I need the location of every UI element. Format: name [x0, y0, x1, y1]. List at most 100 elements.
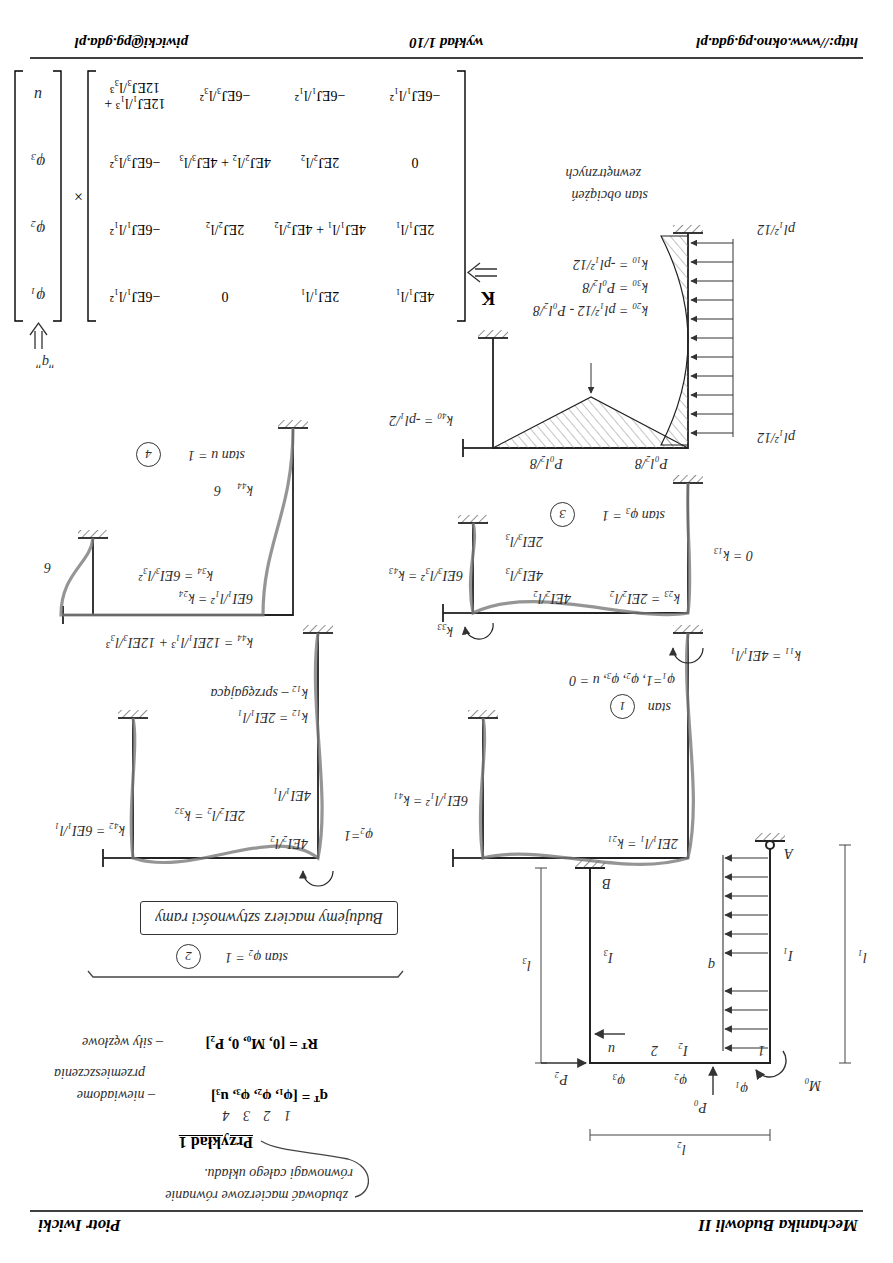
load-state-frame	[463, 225, 703, 457]
handwritten-note: k₃₄ = 6EI₃/l₃²	[139, 567, 213, 583]
matrix-entry: −6EJ₁/l₁²	[89, 207, 181, 251]
state-4-frame-part	[93, 428, 293, 615]
load-state-arrows-part	[691, 433, 733, 434]
dimension-lines-part	[535, 868, 547, 869]
main-frame-part	[766, 841, 774, 849]
handwritten-note: 1 2 3 4	[223, 1107, 292, 1123]
distributed-load-part	[725, 933, 768, 934]
matrix-brackets-part	[457, 71, 465, 321]
handwritten-note: k₂₃ = 2EI₂/l₂	[610, 590, 680, 606]
matrix-brackets	[15, 71, 497, 349]
note-bracket-part	[88, 971, 403, 977]
handwritten-note: u	[608, 1041, 615, 1057]
handwritten-note: stan obciążeń	[571, 187, 648, 203]
state-2-frame-part	[102, 849, 104, 867]
matrix-entry: −6EJ₃/l₃²	[89, 140, 181, 184]
dimension-lines-part	[845, 845, 846, 1063]
multiply-sign: ×	[74, 174, 83, 218]
handwritten-note: stan φ₂ = 1	[225, 949, 288, 965]
footer-text: wykład 1/10	[409, 34, 483, 51]
state-3-frame-part	[470, 483, 689, 615]
main-frame-part	[755, 833, 785, 841]
handwritten-note: 4EI₂/l₂	[533, 590, 571, 606]
state-number-circle: 1	[610, 694, 635, 719]
state-3-frame-part	[473, 483, 688, 613]
state-1-frame-part	[673, 625, 703, 633]
dimension-lines	[535, 845, 851, 1141]
matrix-entry: 0	[179, 274, 271, 318]
matrix-entry: 2EJ₁/l₁	[369, 207, 461, 251]
handwritten-note: I₃	[603, 949, 613, 965]
dimension-lines-part	[590, 1129, 591, 1141]
handwritten-note: – niewiadome	[77, 1087, 155, 1103]
load-state-arrows-part	[691, 414, 733, 415]
handwritten-note: k₄₀ = -pl₁/2	[389, 412, 453, 428]
matrix-entry: −6EJ₃/l₃²	[179, 73, 271, 117]
state-4-frame-part	[61, 428, 293, 615]
page-rules-part	[30, 1210, 863, 1212]
load-state-frame-part	[478, 330, 508, 338]
example-title: Przykład 1	[179, 1133, 253, 1151]
matrix-entry: 2EJ₂/l₂	[179, 207, 271, 251]
force-arrows	[541, 1034, 786, 1095]
state-number-circle: 4	[136, 442, 161, 467]
handwritten-note: I₂	[678, 1042, 688, 1058]
header-text: Mechanika Budowli II	[698, 1215, 858, 1235]
force-arrows-part	[712, 1067, 713, 1095]
handwritten-note: zewnętrznych	[566, 165, 641, 181]
node-text: 1	[619, 699, 626, 715]
matrix-entry: 4EJ₁/l₁ + 4EJ₂/l₂	[274, 207, 366, 251]
handwritten-note: k₄₄ = 12EI₁/l₁³ + 12EI₃/l₃³	[106, 634, 253, 650]
handwritten-note: φ₃	[612, 1073, 625, 1089]
distributed-load-part	[725, 952, 768, 953]
state-number-circle: 2	[176, 944, 201, 969]
load-state-arrows-part	[691, 243, 733, 244]
handwritten-note: pl₁²/12	[757, 429, 795, 445]
matrix-entry: 12EJ₁/l₁³ + 12EJ₃/l₃³	[89, 73, 181, 117]
handwritten-note: 4EI₂/l₂	[270, 835, 308, 851]
state-4-frame	[61, 420, 308, 624]
state-3-frame-part	[673, 475, 703, 483]
footer-text: http://www.okno.pg.gda.pl	[696, 34, 858, 51]
handwritten-note: q	[708, 957, 715, 973]
handwritten-note: k₁₂ – sprzęgająca	[210, 685, 308, 701]
matrix-entry: 0	[369, 140, 461, 184]
load-state-frame-part	[478, 337, 508, 339]
distributed-load-part	[725, 857, 768, 858]
handwritten-note: l₂	[677, 1141, 686, 1157]
handwritten-note: 6EI₁/l₁² = k₂₄	[179, 590, 253, 606]
load-state-frame-part	[463, 447, 493, 449]
matrix-entry: 2EJ₁/l₁	[274, 274, 366, 318]
node-text: 4	[145, 447, 152, 463]
handwritten-note: k₂₀ = pl₁²/12 - P₀l₂/8	[533, 302, 648, 318]
vector-entry: u	[20, 73, 56, 117]
distributed-load-part	[722, 855, 723, 1051]
state-2-frame-part	[131, 633, 322, 863]
state-1-frame-part	[483, 633, 688, 858]
handwritten-note: M₀	[804, 1077, 821, 1093]
state-1-frame	[453, 625, 703, 867]
state-3-frame	[443, 475, 703, 639]
vector-entry: φ₂	[20, 207, 56, 251]
handwritten-note: 0 = k₁₃	[714, 547, 753, 563]
handwritten-note: 6EI₃/l₃² = k₄₃	[389, 567, 463, 583]
load-state-arrows-part	[691, 281, 733, 282]
handwritten-note: l₁	[858, 949, 867, 965]
load-state-frame-part	[462, 439, 464, 457]
dimension-lines-part	[541, 868, 542, 1063]
handwritten-note: – siły węzłowe	[82, 1034, 163, 1050]
handwritten-note: k₁₀ = -pl₁²/12	[573, 256, 648, 272]
state-1-frame-part	[673, 648, 703, 663]
handwritten-note: l₃	[522, 957, 531, 973]
handwritten-note: P₀	[694, 1099, 707, 1115]
force-arrows-part	[595, 1033, 625, 1034]
state-number-circle: 3	[550, 502, 575, 527]
state-2-frame-part	[303, 871, 333, 886]
distributed-load-part	[725, 914, 768, 915]
handwritten-note: P₀l₂/8	[635, 455, 668, 471]
state-4-frame-part	[278, 420, 308, 428]
handwritten-note: 2	[651, 1042, 658, 1058]
handwritten-note: k₄₂ = 6EI₁/l₁	[55, 822, 125, 838]
distributed-load-part	[725, 1028, 768, 1029]
